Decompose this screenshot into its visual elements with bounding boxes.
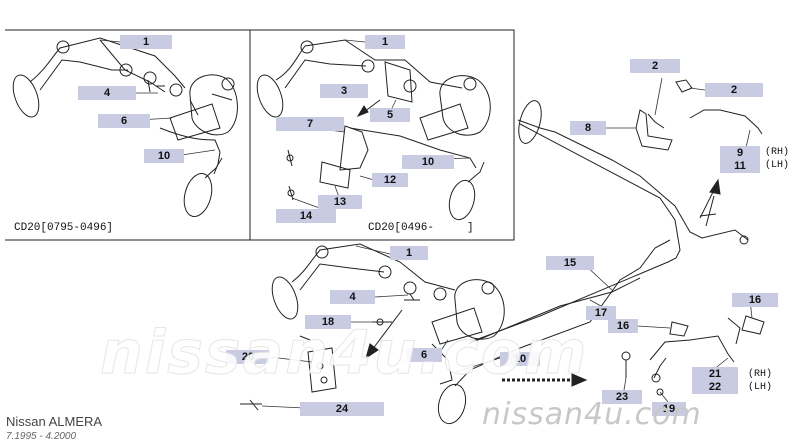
site-watermark: nissan4u.com [482, 397, 702, 432]
union-c [119, 63, 133, 77]
callout-12-panel-b: 12 [372, 173, 408, 187]
union-b-e [463, 77, 477, 91]
callout-6-panel-a: 6 [98, 114, 150, 128]
union-b-c [361, 59, 375, 73]
callout-19: 19 [652, 402, 686, 416]
callout-7-panel-b: 7 [276, 117, 344, 131]
callout-4-panel-a: 4 [78, 86, 136, 100]
bracket-b3 [384, 61, 413, 103]
callout-13-panel-b: 13 [318, 195, 362, 209]
side-label-rh-bottom: (RH) [748, 369, 773, 380]
union-c-a [315, 245, 329, 259]
flex-hose-8 [635, 109, 673, 151]
panel-c-assembly [240, 239, 765, 425]
callout-15: 15 [546, 256, 594, 270]
wheel-cylinder-a-top [12, 74, 40, 118]
clip-16b [741, 315, 765, 335]
union-b-a [300, 40, 314, 54]
direction-arrows [356, 99, 721, 387]
variant-frame [5, 29, 515, 241]
bracket-b12 [339, 125, 369, 171]
callout-16-left: 16 [608, 319, 638, 333]
clip-2 [675, 79, 693, 93]
union-c2 [143, 71, 157, 85]
callout-10-panel-c: 10 [500, 352, 540, 366]
callout-10-panel-a: 10 [144, 149, 184, 163]
wheel-cylinder-c-top [271, 276, 299, 320]
flex-hose-9 [689, 109, 763, 135]
callout-2-upper: 2 [630, 59, 680, 73]
watermark: nissan4u.com [99, 318, 589, 389]
panel-a-assembly [12, 37, 238, 218]
callout-10-panel-b: 10 [402, 155, 454, 169]
union-c-d [433, 287, 447, 301]
union-d [169, 83, 183, 97]
union-a [56, 40, 70, 54]
master-cyl-c [431, 307, 483, 345]
clip-16a [669, 321, 689, 337]
callout-4-panel-c: 4 [330, 290, 375, 304]
callout-18: 18 [305, 315, 351, 329]
callout-11: 11 [720, 159, 760, 173]
master-cyl-a [169, 103, 221, 141]
callout-9: 9 [720, 146, 760, 160]
callout-23: 23 [602, 390, 642, 404]
callout-8: 8 [570, 121, 606, 135]
rear-pipes-top [469, 79, 763, 343]
callout-20: 20 [226, 350, 270, 364]
side-label-lh-bottom: (LH) [748, 382, 773, 393]
wheel-cylinder-b-bottom [448, 179, 476, 221]
booster-b [439, 75, 491, 136]
callout-17: 17 [586, 306, 616, 320]
callout-1-panel-c: 1 [390, 246, 428, 260]
callout-21: 21 [692, 367, 738, 381]
production-years: 7.1995 - 4.2000 [6, 431, 77, 442]
callout-6-panel-c: 6 [406, 348, 442, 362]
valve-b13 [319, 161, 351, 189]
callout-22: 22 [692, 380, 738, 394]
callout-3-panel-b: 3 [320, 84, 368, 98]
side-label-lh-top: (LH) [765, 160, 790, 171]
model-name: Nissan ALMERA [6, 414, 103, 429]
rear-wheel-top [518, 100, 542, 144]
callout-14-panel-b: 14 [276, 209, 336, 223]
callout-1-panel-a: 1 [120, 35, 172, 49]
wheel-cylinder-b-top [256, 74, 284, 118]
master-cyl-b [419, 103, 469, 141]
panel-b-assembly [256, 39, 491, 221]
callout-5-panel-b: 5 [370, 108, 410, 122]
booster-a [189, 74, 238, 136]
callout-2-right: 2 [705, 83, 763, 97]
wheel-cylinder-c-bottom [437, 383, 467, 425]
wheel-cylinder-a-bottom [183, 172, 213, 218]
callout-1-panel-b: 1 [365, 35, 405, 49]
side-label-rh-top: (RH) [765, 147, 790, 158]
variant-label-middle: CD20[0496- ] [368, 222, 474, 234]
bracket-20 [307, 347, 337, 393]
union-c-c [378, 265, 392, 279]
flex-hose-21 [649, 335, 735, 363]
union-c-c2 [403, 281, 417, 295]
callout-24: 24 [300, 402, 384, 416]
variant-label-left: CD20[0795-0496] [14, 222, 114, 234]
callout-16-right: 16 [732, 293, 778, 307]
union-b-d [403, 79, 417, 93]
union-e [221, 77, 235, 91]
